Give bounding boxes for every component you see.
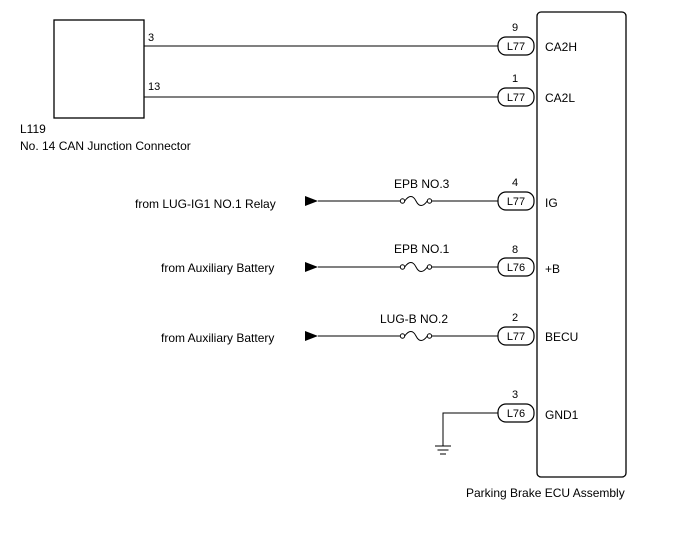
- connector-label: L77: [507, 196, 525, 208]
- ecu-name: Parking Brake ECU Assembly: [466, 486, 625, 500]
- connector-badge: [497, 326, 535, 346]
- signal-plus-b: +B: [545, 262, 560, 276]
- signal-gnd1: GND1: [545, 408, 579, 422]
- connector-badge: [497, 191, 535, 211]
- connector-label: L77: [507, 41, 525, 53]
- arrow-right-icon: [305, 331, 318, 341]
- junction-name: No. 14 CAN Junction Connector: [20, 139, 191, 153]
- ecu-pin-becu: 2: [512, 312, 518, 324]
- junction-code: L119: [20, 122, 46, 136]
- signal-ca2h: CA2H: [545, 40, 577, 54]
- ecu-pin-ig: 4: [512, 177, 518, 189]
- connector-badge: [497, 87, 535, 107]
- junction-pin-13: 13: [148, 81, 160, 93]
- signal-becu: BECU: [545, 330, 578, 344]
- fuse-icon: [399, 262, 433, 272]
- ground-icon: [435, 445, 451, 455]
- fuse-icon: [399, 196, 433, 206]
- signal-ca2l: CA2L: [545, 91, 575, 105]
- ecu-pin-ca2l: 1: [512, 73, 518, 85]
- connector-label: L77: [507, 331, 525, 343]
- source-label: from Auxiliary Battery: [161, 331, 274, 345]
- wire-gnd1: [442, 412, 498, 446]
- arrow-right-icon: [305, 262, 318, 272]
- junction-connector-box: [53, 19, 145, 119]
- junction-pin-3: 3: [148, 32, 154, 44]
- fuse-label: LUG-B NO.2: [380, 312, 448, 326]
- connector-badge: [497, 36, 535, 56]
- ecu-pin-plus-b: 8: [512, 244, 518, 256]
- connector-label: L77: [507, 92, 525, 104]
- connector-label: L76: [507, 262, 525, 274]
- fuse-label: EPB NO.3: [394, 177, 450, 191]
- ecu-pin-ca2h: 9: [512, 22, 518, 34]
- arrow-right-icon: [305, 196, 318, 206]
- ecu-box: [536, 11, 627, 478]
- source-label: from Auxiliary Battery: [161, 261, 274, 275]
- fuse-label: EPB NO.1: [394, 242, 450, 256]
- ecu-pin-gnd1: 3: [512, 389, 518, 401]
- fuse-icon: [399, 331, 433, 341]
- source-label: from LUG-IG1 NO.1 Relay: [135, 197, 276, 211]
- connector-badge: [497, 257, 535, 277]
- signal-ig: IG: [545, 196, 558, 210]
- connector-label: L76: [507, 408, 525, 420]
